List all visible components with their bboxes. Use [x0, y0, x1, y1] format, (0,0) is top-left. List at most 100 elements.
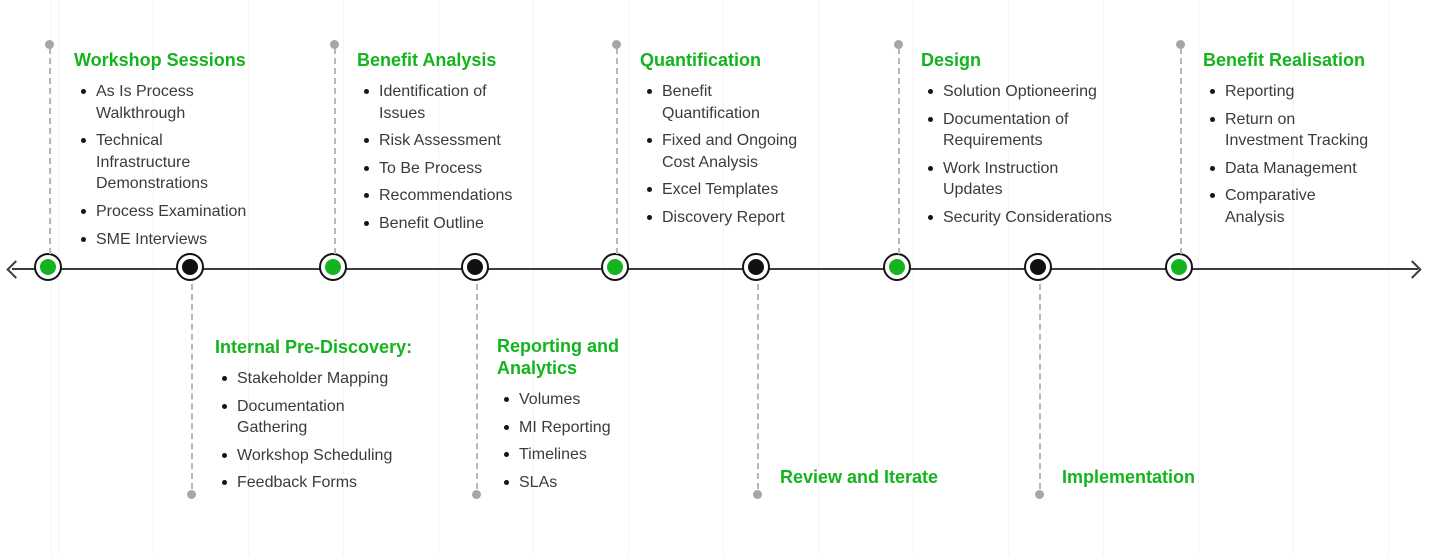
- connector-line: [191, 284, 193, 489]
- bullet-item: Reporting: [1203, 81, 1428, 103]
- bullet-item: Benefit Outline: [357, 213, 587, 235]
- bullet-list: Volumes MI Reporting Timelines SLAs: [497, 389, 707, 493]
- connector-endpoint-dot: [1176, 40, 1185, 49]
- bullet-dot-icon: [1210, 88, 1215, 94]
- milestone-node-implementation: [1024, 253, 1052, 281]
- bullet-item: Recommendations: [357, 185, 587, 207]
- connector-endpoint-dot: [330, 40, 339, 49]
- bullet-dot-icon: [504, 479, 509, 485]
- milestone-node-design: [883, 253, 911, 281]
- bullet-item: Stakeholder Mapping: [215, 368, 465, 390]
- bullet-dot-icon: [222, 403, 227, 409]
- bullet-dot-icon: [81, 236, 86, 242]
- node-dot-icon: [325, 259, 341, 275]
- node-dot-icon: [1171, 259, 1187, 275]
- bullet-dot-icon: [364, 193, 369, 199]
- section-reporting-and-analytics: Reporting and Analytics Volumes MI Repor…: [497, 336, 707, 499]
- bullet-dot-icon: [364, 138, 369, 144]
- bullet-list: Identification of Issues Risk Assessment…: [357, 81, 587, 235]
- node-dot-icon: [1030, 259, 1046, 275]
- bullet-item: Documentation Gathering: [215, 396, 465, 439]
- bullet-dot-icon: [81, 138, 86, 144]
- bullet-item: Timelines: [497, 444, 707, 466]
- bullet-dot-icon: [647, 187, 652, 193]
- bullet-dot-icon: [222, 452, 227, 458]
- bullet-item: SME Interviews: [74, 229, 324, 251]
- section-implementation: Implementation: [1062, 467, 1262, 498]
- section-title: Review and Iterate: [780, 467, 939, 487]
- connector-line: [49, 48, 51, 254]
- milestone-node-benefit-analysis: [319, 253, 347, 281]
- milestone-node-reporting-analytics: [461, 253, 489, 281]
- bullet-list: Reporting Return on Investment Tracking …: [1203, 81, 1428, 229]
- section-title: Implementation: [1062, 467, 1196, 487]
- axis-arrow-right-icon: [1403, 260, 1422, 279]
- connector-endpoint-dot: [894, 40, 903, 49]
- bullet-item: SLAs: [497, 472, 707, 494]
- connector-endpoint-dot: [612, 40, 621, 49]
- bullet-dot-icon: [928, 116, 933, 122]
- bullet-dot-icon: [647, 138, 652, 144]
- bullet-item: Benefit Quantification: [640, 81, 850, 124]
- milestone-node-workshop-sessions: [34, 253, 62, 281]
- bullet-dot-icon: [647, 214, 652, 220]
- node-dot-icon: [607, 259, 623, 275]
- milestone-node-quantification: [601, 253, 629, 281]
- bullet-dot-icon: [504, 424, 509, 430]
- connector-endpoint-dot: [45, 40, 54, 49]
- bullet-dot-icon: [647, 88, 652, 94]
- bullet-dot-icon: [1210, 165, 1215, 171]
- section-title: Quantification: [640, 50, 761, 70]
- bullet-dot-icon: [364, 165, 369, 171]
- timeline-axis: [12, 268, 1418, 270]
- section-workshop-sessions: Workshop Sessions As Is Process Walkthro…: [74, 50, 324, 256]
- section-title: Reporting and Analytics: [497, 336, 619, 378]
- node-dot-icon: [182, 259, 198, 275]
- bullet-dot-icon: [81, 208, 86, 214]
- connector-endpoint-dot: [187, 490, 196, 499]
- bullet-dot-icon: [222, 480, 227, 486]
- section-title: Internal Pre-Discovery:: [215, 337, 413, 357]
- bullet-dot-icon: [222, 375, 227, 381]
- bullet-item: Discovery Report: [640, 207, 850, 229]
- connector-line: [1180, 48, 1182, 254]
- connector-line: [334, 48, 336, 254]
- axis-arrow-left-icon: [6, 260, 25, 279]
- bullet-item: Identification of Issues: [357, 81, 587, 124]
- section-benefit-realisation: Benefit Realisation Reporting Return on …: [1203, 50, 1428, 235]
- bullet-item: Risk Assessment: [357, 130, 587, 152]
- section-title: Benefit Realisation: [1203, 50, 1366, 70]
- connector-line: [476, 284, 478, 489]
- connector-endpoint-dot: [1035, 490, 1044, 499]
- bullet-item: Comparative Analysis: [1203, 185, 1428, 228]
- bullet-dot-icon: [364, 88, 369, 94]
- bullet-item: Volumes: [497, 389, 707, 411]
- bullet-item: To Be Process: [357, 158, 587, 180]
- milestone-node-internal-pre-discovery: [176, 253, 204, 281]
- bullet-item: Security Considerations: [921, 207, 1181, 229]
- section-benefit-analysis: Benefit Analysis Identification of Issue…: [357, 50, 587, 241]
- bullet-item: Excel Templates: [640, 179, 850, 201]
- connector-line: [616, 48, 618, 254]
- bullet-dot-icon: [928, 214, 933, 220]
- bullet-list: As Is Process Walkthrough Technical Infr…: [74, 81, 324, 250]
- bullet-dot-icon: [364, 220, 369, 226]
- section-title: Workshop Sessions: [74, 50, 246, 70]
- bullet-item: Return on Investment Tracking: [1203, 109, 1428, 152]
- bullet-item: Fixed and Ongoing Cost Analysis: [640, 130, 850, 173]
- bullet-dot-icon: [928, 165, 933, 171]
- bullet-item: Solution Optioneering: [921, 81, 1181, 103]
- milestone-node-benefit-realisation: [1165, 253, 1193, 281]
- connector-line: [1039, 284, 1041, 489]
- connector-endpoint-dot: [753, 490, 762, 499]
- bullet-item: Feedback Forms: [215, 472, 465, 494]
- node-dot-icon: [889, 259, 905, 275]
- bullet-item: As Is Process Walkthrough: [74, 81, 324, 124]
- bullet-list: Benefit Quantification Fixed and Ongoing…: [640, 81, 850, 229]
- bullet-dot-icon: [504, 396, 509, 402]
- connector-line: [757, 284, 759, 489]
- bullet-list: Stakeholder Mapping Documentation Gather…: [215, 368, 465, 494]
- bullet-list: Solution Optioneering Documentation of R…: [921, 81, 1181, 229]
- bullet-item: Technical Infrastructure Demonstrations: [74, 130, 324, 195]
